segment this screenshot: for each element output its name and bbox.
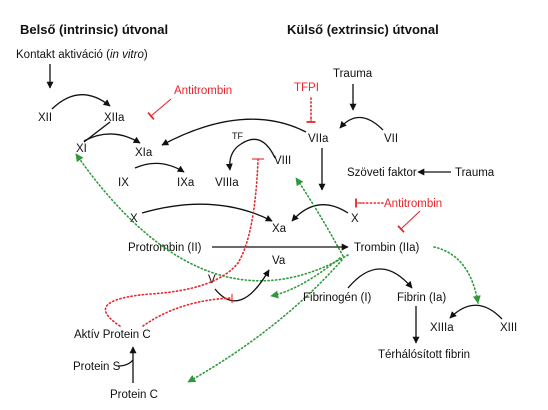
trauma-right: Trauma xyxy=(455,167,495,179)
factor-xa: Xa xyxy=(272,223,287,235)
factor-ix: IX xyxy=(118,177,129,189)
tfpi-label: TFPI xyxy=(294,82,319,94)
antithrombin-right-inhibition-thrombin xyxy=(397,210,421,233)
fibrin: Fibrin (Ia) xyxy=(397,292,446,304)
xiii-activation-arrow xyxy=(449,304,503,320)
intrinsic-pathway-heading: Belső (intrinsic) útvonal xyxy=(20,22,168,37)
tissue-factor: Szöveti faktor xyxy=(347,167,417,179)
v-activation-arrow xyxy=(214,269,270,302)
fibrinogen-to-fibrin-arrow xyxy=(347,268,413,289)
factor-ixa: IXa xyxy=(177,177,195,189)
trauma-top: Trauma xyxy=(333,68,373,80)
vii-activation-arrow xyxy=(339,116,384,131)
factor-viia: VIIa xyxy=(308,133,329,145)
apc-to-viiia-inhibition-dotted xyxy=(104,159,259,327)
protein-s: Protein S xyxy=(73,361,121,373)
fibrinogen: Fibrinogén (I) xyxy=(303,292,372,304)
x-left-activation-arrow xyxy=(141,203,273,222)
apc-to-va-inhibition-dotted xyxy=(142,297,233,327)
factor-viiia: VIIIa xyxy=(215,177,239,189)
factor-xiia: XIIa xyxy=(104,112,125,124)
factor-x-left: X xyxy=(130,213,138,225)
tf-label: TF xyxy=(232,131,243,141)
thrombin-to-viii-feedback xyxy=(295,177,344,257)
ix-activation-arrow xyxy=(134,162,185,173)
factor-va: Va xyxy=(272,255,286,267)
factor-vii: VII xyxy=(384,133,398,145)
extrinsic-pathway-heading: Külső (extrinsic) útvonal xyxy=(287,22,439,37)
protein-s-cofactor-link xyxy=(117,359,134,367)
active-protein-c: Aktív Protein C xyxy=(74,329,151,341)
factor-v: V xyxy=(208,274,216,286)
factor-viii: VIII xyxy=(274,155,291,167)
antithrombin-top-label: Antitrombin xyxy=(174,85,232,97)
protein-c: Protein C xyxy=(110,389,158,401)
tf-viia-to-xia-arrow xyxy=(161,118,307,146)
x-right-activation-arrow xyxy=(291,204,349,222)
antithrombin-top-inhibition xyxy=(147,98,172,121)
thrombin-to-xiii-feedback xyxy=(433,246,481,304)
xii-activation-arrow xyxy=(51,94,111,110)
factor-xii: XII xyxy=(38,112,52,124)
thrombin-to-protein-c-feedback xyxy=(187,259,343,383)
factor-x-right: X xyxy=(351,213,359,225)
crosslinked-fibrin: Térhálósított fibrin xyxy=(378,349,470,361)
thrombin: Trombin (IIa) xyxy=(354,242,420,254)
factor-xiiia: XIIIa xyxy=(430,322,454,334)
factor-xia: XIa xyxy=(135,147,153,159)
xiia-to-xi-link xyxy=(83,121,111,143)
antithrombin-right-label: Antitrombin xyxy=(384,198,442,210)
factor-xiii: XIII xyxy=(500,322,517,334)
thrombin-to-xi-feedback xyxy=(75,153,349,282)
thrombin-to-v-feedback xyxy=(270,257,341,299)
viii-activation-arrow xyxy=(225,138,276,171)
factor-xi: XI xyxy=(76,143,87,155)
contact-activation-label: Kontakt aktiváció (in vitro) xyxy=(16,49,148,61)
